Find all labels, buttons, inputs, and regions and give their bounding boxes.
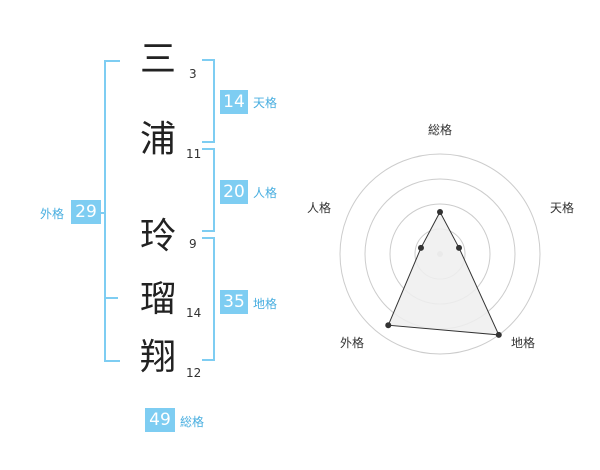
radar-point-2 bbox=[495, 331, 502, 338]
radar-chart bbox=[339, 153, 541, 355]
jinkaku-badge: 20 bbox=[220, 180, 248, 204]
radar-ring bbox=[339, 153, 541, 355]
gaikaku-badge: 29 bbox=[71, 200, 101, 224]
stroke-count-2: 11 bbox=[186, 147, 202, 161]
soukaku-label: 総格 bbox=[180, 415, 205, 429]
gaikaku-divider-tick bbox=[104, 297, 118, 299]
stroke-count-1: 3 bbox=[189, 67, 197, 81]
name-char-4: 瑠 bbox=[139, 279, 176, 320]
radar-point-4 bbox=[417, 244, 424, 251]
name-char-2: 浦 bbox=[139, 119, 176, 160]
radar-point-0 bbox=[437, 209, 443, 215]
tenkaku-label: 天格 bbox=[253, 96, 278, 110]
chikaku-badge: 35 bbox=[220, 290, 248, 314]
jinkaku-label: 人格 bbox=[253, 186, 278, 200]
radar-point-3 bbox=[385, 322, 392, 329]
radar-axis-label-jinkaku: 人格 bbox=[307, 201, 332, 215]
jinkaku-bracket bbox=[202, 148, 215, 232]
radar-point-1 bbox=[456, 244, 463, 251]
stroke-count-4: 14 bbox=[186, 306, 202, 320]
gaikaku-bracket bbox=[104, 60, 120, 362]
radar-axis-label-chikaku: 地格 bbox=[511, 336, 536, 350]
tenkaku-bracket bbox=[202, 59, 215, 143]
radar-axis-label-tenkaku: 天格 bbox=[550, 201, 575, 215]
chikaku-bracket bbox=[202, 237, 215, 361]
gaikaku-label: 外格 bbox=[40, 207, 65, 221]
chikaku-label: 地格 bbox=[253, 297, 278, 311]
stroke-count-5: 12 bbox=[186, 366, 202, 380]
name-char-3: 玲 bbox=[139, 216, 176, 257]
stroke-count-3: 9 bbox=[189, 237, 197, 251]
radar-axis-label-gaikaku: 外格 bbox=[340, 336, 365, 350]
name-char-1: 三 bbox=[139, 39, 176, 80]
soukaku-badge: 49 bbox=[145, 408, 175, 432]
radar-axis-label-soukaku: 総格 bbox=[428, 123, 453, 137]
gaikaku-connector bbox=[98, 212, 106, 214]
tenkaku-badge: 14 bbox=[220, 90, 248, 114]
name-char-5: 翔 bbox=[139, 337, 176, 378]
radar-area bbox=[387, 210, 500, 336]
